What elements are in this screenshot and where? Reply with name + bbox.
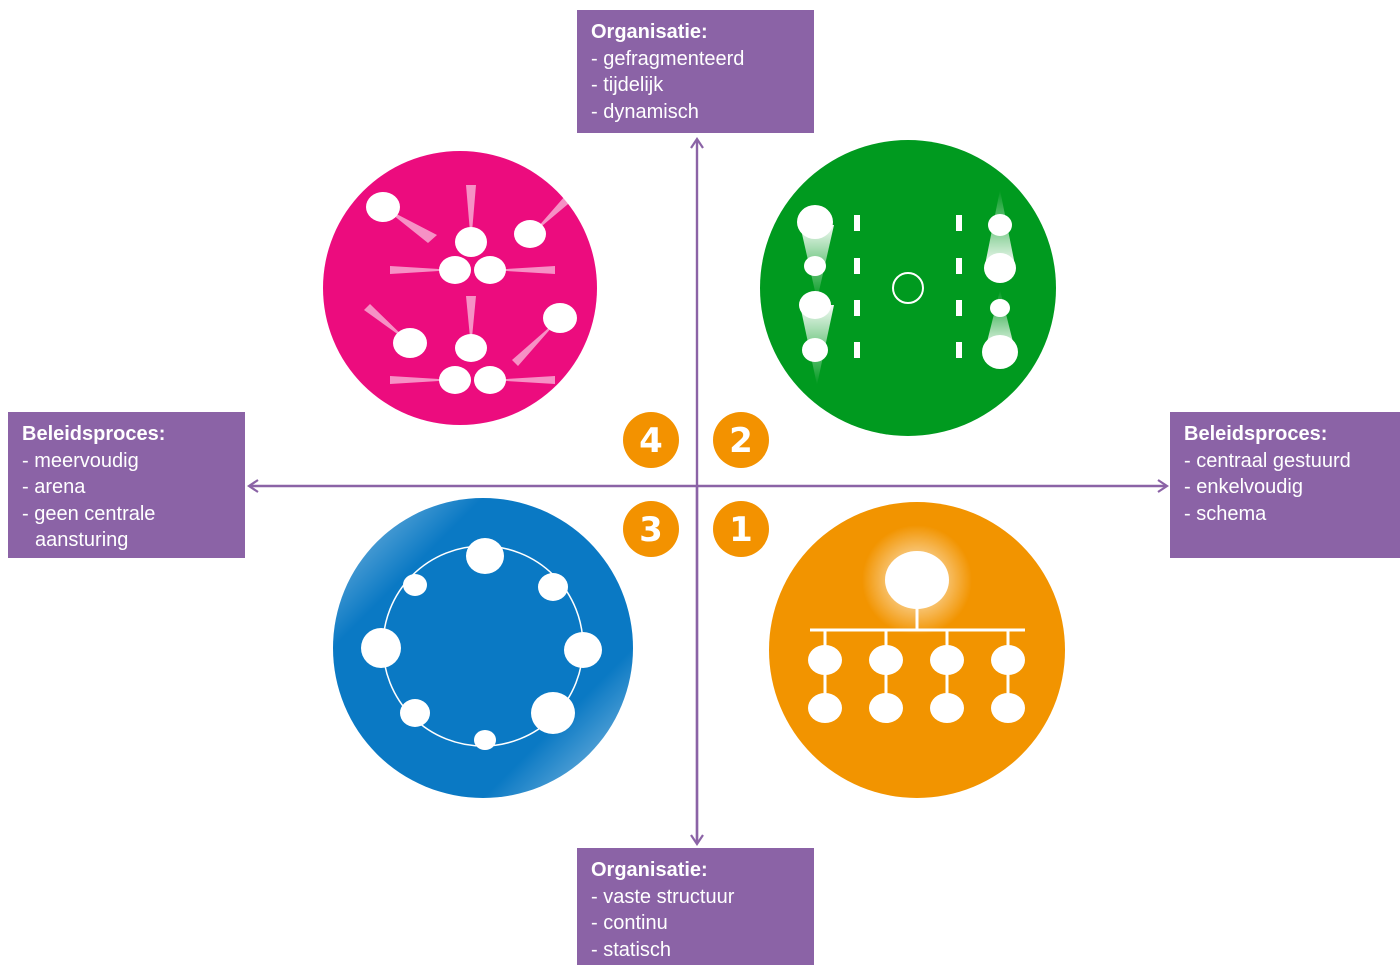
top-organisatie-box: Organisatie: - gefragmenteerd - tijdelij… xyxy=(577,10,814,133)
right-box-item: - centraal gestuurd xyxy=(1184,449,1351,472)
left-box-item: - meervoudig xyxy=(22,449,139,472)
orange-hierarchy-circle xyxy=(769,502,1065,798)
right-beleidsproces-box: Beleidsproces: - centraal gestuurd - enk… xyxy=(1170,412,1400,558)
bottom-box-item: - continu xyxy=(591,912,668,934)
blue-network-circle xyxy=(333,498,633,798)
top-box-item: - dynamisch xyxy=(591,100,699,123)
top-box-item: - gefragmenteerd xyxy=(591,47,745,70)
left-box-item: - geen centrale xyxy=(22,502,156,525)
bottom-box-title: Organisatie: xyxy=(591,859,708,881)
badge-4-number: 4 xyxy=(639,421,663,461)
pink-arena-circle xyxy=(323,151,597,425)
top-box-item: - tijdelijk xyxy=(591,74,664,96)
right-box-item: - schema xyxy=(1184,502,1267,525)
bottom-box-item: - statisch xyxy=(591,938,672,961)
right-box-title: Beleidsproces: xyxy=(1184,423,1328,445)
badge-1-number: 1 xyxy=(729,510,753,550)
bottom-box-item: - vaste structuur xyxy=(591,885,735,908)
left-box-item: - arena xyxy=(22,476,86,498)
right-box-item: - enkelvoudig xyxy=(1184,476,1303,498)
badge-3-number: 3 xyxy=(639,510,663,550)
green-field-circle xyxy=(760,140,1056,436)
badge-2-number: 2 xyxy=(729,421,753,461)
top-box-title: Organisatie: xyxy=(591,21,708,43)
left-box-item: aansturing xyxy=(35,529,129,551)
left-beleidsproces-box: Beleidsproces: - meervoudig - arena - ge… xyxy=(8,412,245,558)
badge-3: 3 xyxy=(623,501,679,557)
left-box-title: Beleidsproces: xyxy=(22,423,166,445)
badge-2: 2 xyxy=(713,412,769,468)
badge-1: 1 xyxy=(713,501,769,557)
axes xyxy=(247,137,1169,846)
bottom-organisatie-box: Organisatie: - vaste structuur - continu… xyxy=(577,848,814,965)
badge-4: 4 xyxy=(623,412,679,468)
